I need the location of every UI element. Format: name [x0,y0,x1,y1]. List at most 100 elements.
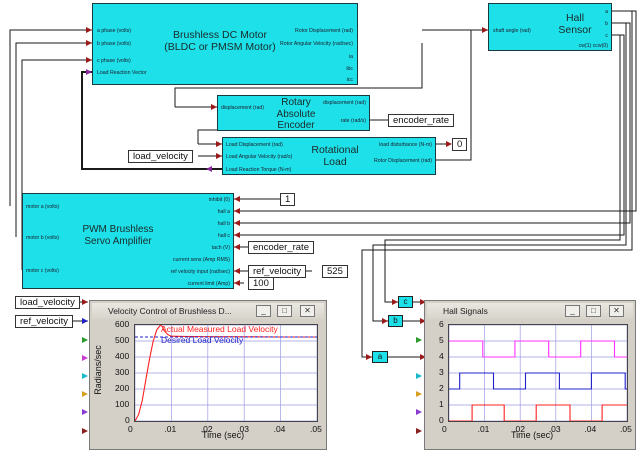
amp-port-tach: tach (V) [211,245,230,251]
motor-input-load-reaction: Load Reaction Vector [97,70,147,76]
hall-title: Hall Sensor [558,12,592,37]
hall-x-tick-label: .01 [477,424,490,434]
motor-output-icc: icc [346,77,353,83]
hall-output-b: b [605,21,608,27]
velocity-chart-svg [135,325,317,421]
load-velocity-output-label[interactable]: load_velocity [128,150,193,163]
load-velocity-plot-input[interactable]: load_velocity [15,296,80,309]
hall-input-shaft-angle: shaft angle (rad) [493,28,531,34]
encoder-output-rate: rate (rad/s) [340,118,366,124]
velocity-series-line-0 [135,325,317,421]
hall-y-tick-label: 6 [439,319,444,329]
amp-input-motor-c: motor c (volts) [26,268,59,274]
hall-output-c: c [605,33,608,39]
hall-y-tick-label: 2 [439,383,444,393]
hall-plot-area [448,324,628,422]
hall-y-tick-label: 5 [439,335,444,345]
hall-minimize-button[interactable]: _ [565,305,580,317]
amp-port-current-sens: current sens (Amp RMS) [172,257,230,263]
velocity-maximize-button[interactable]: □ [277,305,292,317]
hall-b-tag[interactable]: b [388,315,403,327]
hall-c-tag[interactable]: c [398,296,413,308]
encoder-output-displacement: displacement (rad) [323,100,366,106]
velocity-x-tick-label: .02 [200,424,213,434]
velocity-plot-window[interactable]: Velocity Control of Brushless D... _ □ ✕… [89,300,327,450]
hall-series-line-0 [449,340,627,358]
amp-title: PWM Brushless Servo Amplifier [82,224,154,247]
amp-port-current-limit: current limit (Amp) [187,281,230,287]
motor-input-c: c phase (volts) [97,58,131,64]
velocity-legend-desired: Desired Load Velocity [161,335,244,345]
velocity-minimize-button[interactable]: _ [256,305,271,317]
velocity-close-button[interactable]: ✕ [300,305,315,317]
velocity-y-tick-label: 400 [115,351,130,361]
load-output-disturbance: load disturbance (N-m) [379,142,432,148]
amp-port-inhibit: inhibit (0) [208,197,230,203]
load-input-velocity: Load Angular Velocity (rad/s) [226,154,293,160]
hall-plot-window[interactable]: Hall Signals _ □ ✕ Time (sec) 0.01.02.03… [424,300,636,450]
amp-port-hall-b: hall b [217,221,230,227]
constant-100[interactable]: 100 [248,277,274,290]
ref-velocity-label[interactable]: ref_velocity [248,265,307,278]
hall-sensor-block[interactable]: Hall Sensor shaft angle (rad) a b c cw(1… [488,3,612,51]
hall-series-line-2 [449,404,627,421]
hall-y-tick-label: 3 [439,367,444,377]
hall-x-tick-label: .04 [584,424,597,434]
hall-y-tick-label: 4 [439,351,444,361]
hall-output-a: a [605,9,608,15]
constant-one[interactable]: 1 [280,193,296,206]
ref-velocity-plot-input[interactable]: ref_velocity [15,315,74,328]
motor-output-ibc: ibc [346,66,353,72]
hall-close-button[interactable]: ✕ [609,305,624,317]
constant-525[interactable]: 525 [322,265,348,278]
velocity-y-tick-label: 100 [115,399,130,409]
motor-title: Brushless DC Motor (BLDC or PMSM Motor) [164,29,276,54]
motor-output-displacement: Rotor Displacement (rad) [295,28,353,34]
load-title: Rotational Load [311,144,359,169]
load-output-rotor-displacement: Rotor Displacement (rad) [374,158,432,164]
hall-x-tick-label: .05 [620,424,632,434]
motor-input-b: b phase (volts) [97,41,132,47]
rotary-encoder-block[interactable]: Rotary Absolute Encoder displacement (ra… [217,95,370,131]
velocity-x-tick-label: .05 [310,424,322,434]
load-input-reaction-torque: Load Reaction Torque (N-m) [226,167,292,173]
motor-input-a: a phase (volts) [97,28,132,34]
velocity-y-tick-label: 300 [115,367,130,377]
amp-port-hall-c: hall c [217,233,230,239]
constant-zero[interactable]: 0 [452,138,468,151]
bldc-motor-block[interactable]: Brushless DC Motor (BLDC or PMSM Motor) … [92,3,358,85]
amp-input-motor-a: motor a (volts) [26,204,60,210]
hall-window-title[interactable]: Hall Signals [427,303,633,319]
velocity-y-tick-label: 200 [115,383,130,393]
velocity-y-tick-label: 500 [115,335,130,345]
hall-maximize-button[interactable]: □ [586,305,601,317]
hall-a-tag[interactable]: a [372,351,388,363]
hall-x-tick-label: .02 [513,424,526,434]
velocity-plot-area: Actual Measured Load Velocity Desired Lo… [134,324,318,422]
hall-y-tick-label: 0 [439,415,444,425]
velocity-y-tick-label: 600 [115,319,130,329]
hall-y-tick-label: 1 [439,399,444,409]
encoder-rate-label[interactable]: encoder_rate [388,114,454,127]
load-input-displacement: Load Displacement (rad) [226,142,283,148]
hall-series-line-1 [449,372,627,390]
motor-output-velocity: Rotor Angular Velocity (rad/sec) [280,41,353,47]
amp-input-motor-b: motor b (volts) [26,235,60,241]
velocity-legend-actual: Actual Measured Load Velocity [161,324,278,334]
velocity-x-tick-label: .03 [237,424,250,434]
rotational-load-block[interactable]: Rotational Load Load Displacement (rad) … [222,137,436,175]
velocity-x-tick-label: .04 [273,424,286,434]
encoder-title: Rotary Absolute Encoder [276,97,316,131]
motor-output-ia: ia [348,54,353,60]
velocity-x-tick-label: 0 [128,424,133,434]
hall-output-direction: cw(1) ccw(0) [578,43,608,49]
amp-port-hall-a: hall a [217,209,230,215]
velocity-y-tick-label: 0 [125,415,130,425]
velocity-xlabel: Time (sec) [202,430,245,440]
pwm-amplifier-block[interactable]: PWM Brushless Servo Amplifier motor a (v… [22,193,234,289]
hall-xlabel: Time (sec) [511,430,554,440]
amp-port-ref-velocity: ref velocity input (rad/sec) [170,269,230,275]
encoder-rate-input-label[interactable]: encoder_rate [248,241,314,254]
velocity-ylabel: Radians/sec [92,345,103,395]
